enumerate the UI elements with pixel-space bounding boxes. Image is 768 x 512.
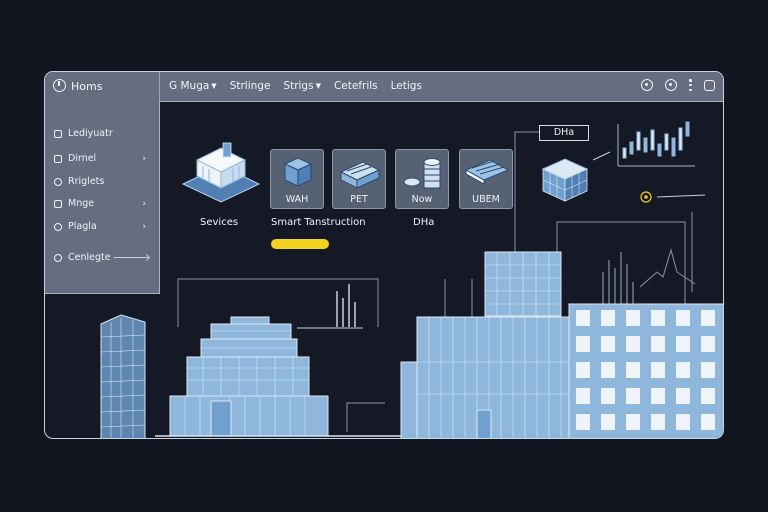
target-icon xyxy=(640,191,652,203)
topbar-divider xyxy=(159,72,160,101)
data-cube-icon xyxy=(541,158,589,202)
card-pet-label: PET xyxy=(350,194,368,205)
card-wah-label: WAH xyxy=(285,194,309,205)
panel-icon xyxy=(54,154,62,163)
mini-bar-chart xyxy=(336,284,356,327)
chevron-down-icon: ▼ xyxy=(315,82,321,90)
home-link[interactable]: Homs xyxy=(71,80,103,93)
sidebar-item-cenlegte[interactable]: Cenlegte xyxy=(54,252,150,263)
wide-building xyxy=(568,303,723,438)
menu-item-strigs[interactable]: Strigs▼ xyxy=(283,80,321,92)
user-circle-icon[interactable] xyxy=(665,79,677,91)
primary-action-button[interactable] xyxy=(271,239,329,249)
settings-circle-icon[interactable] xyxy=(641,79,653,91)
dha-caption: DHa xyxy=(413,217,435,228)
home-icon[interactable] xyxy=(53,79,66,92)
chevron-down-icon: ▼ xyxy=(211,82,217,90)
solar-panel-icon xyxy=(464,159,510,185)
coins-icon xyxy=(403,158,441,189)
sidebar-item-plagla[interactable]: Plagla › xyxy=(54,221,150,232)
skyline-illustration xyxy=(100,121,723,438)
sidebar-item-lediyuatr[interactable]: Lediyuatr xyxy=(54,128,150,139)
menu-item-letigs[interactable]: Letigs xyxy=(390,80,422,92)
card-ubem[interactable] xyxy=(459,149,513,209)
dha-label-box: DHa xyxy=(539,125,589,141)
office-building xyxy=(400,316,572,438)
card-pet[interactable] xyxy=(332,149,386,209)
server-icon xyxy=(339,161,381,189)
card-now[interactable] xyxy=(395,149,449,209)
services-caption: Sevices xyxy=(200,217,239,228)
chevron-right-icon: › xyxy=(142,221,146,232)
chevron-right-icon: › xyxy=(142,198,146,209)
more-vertical-icon[interactable] xyxy=(689,79,692,91)
smart-construction-caption: Smart Tanstruction xyxy=(271,217,366,228)
glass-cube-building xyxy=(484,251,562,317)
main-menu: G Muga▼ Strlinge Strigs▼ Cetefrils Letig… xyxy=(169,80,422,92)
document-icon xyxy=(54,129,62,138)
cube-icon xyxy=(283,157,313,187)
image-icon xyxy=(54,199,62,208)
search-icon xyxy=(54,177,62,186)
services-illustration-layer xyxy=(181,142,261,203)
window-square-icon[interactable] xyxy=(704,79,715,91)
menu-item-strlinge[interactable]: Strlinge xyxy=(229,80,271,92)
link-icon xyxy=(54,253,62,262)
sidebar-item-dirnel[interactable]: Dirnel › xyxy=(54,153,150,164)
sidebar: Lediyuatr Dirnel › Rriglets Mnge › Plagl… xyxy=(45,101,160,294)
topbar-icons xyxy=(641,79,715,91)
tower-building xyxy=(100,314,146,438)
card-wah[interactable] xyxy=(270,149,324,209)
sidebar-item-mnge[interactable]: Mnge › xyxy=(54,198,150,209)
card-now-label: Now xyxy=(411,194,433,205)
stock-chart-icon xyxy=(617,121,695,167)
services-building-icon[interactable] xyxy=(181,142,261,203)
top-navigation-bar: Homs G Muga▼ Strlinge Strigs▼ Cetefrils … xyxy=(45,72,723,102)
chevron-right-icon: › xyxy=(142,153,146,164)
menu-item-cetefrils[interactable]: Cetefrils xyxy=(333,80,378,92)
sidebar-item-rriglets[interactable]: Rriglets xyxy=(54,176,150,187)
arrow-right-icon xyxy=(114,257,148,258)
plugin-icon xyxy=(54,222,62,231)
card-ubem-label: UBEM xyxy=(472,194,500,205)
stepped-building xyxy=(169,316,329,437)
app-window: Homs G Muga▼ Strlinge Strigs▼ Cetefrils … xyxy=(44,71,724,439)
menu-item-gmuga[interactable]: G Muga▼ xyxy=(169,80,217,92)
